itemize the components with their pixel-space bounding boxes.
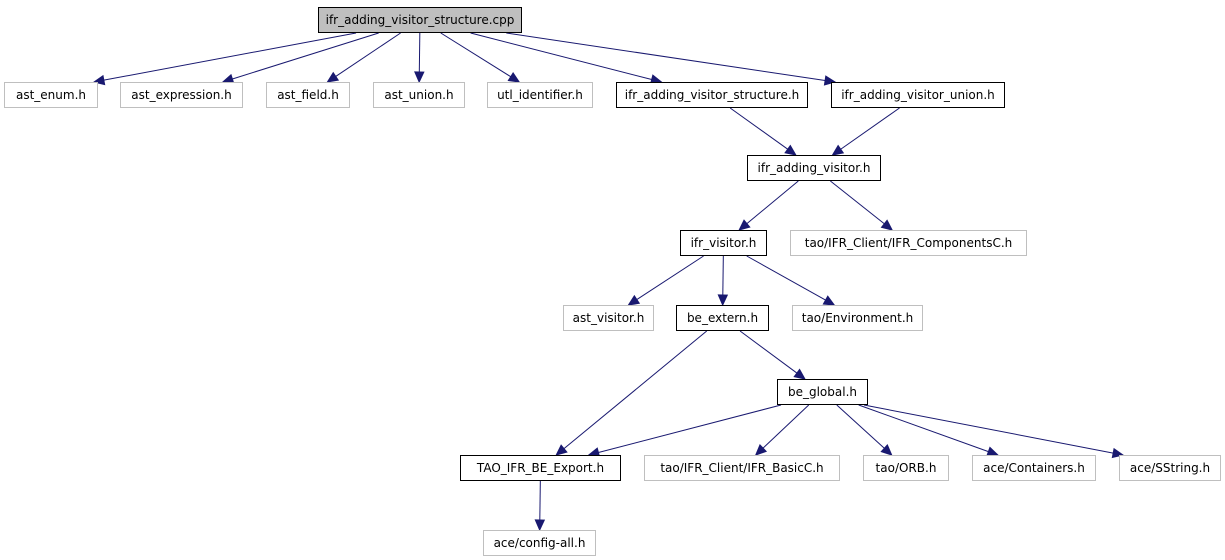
node-tao-ifr-be-export-h[interactable]: TAO_IFR_BE_Export.h [460,455,621,481]
edge-ifr_visitor-to-environment [746,255,826,301]
node-ast-union-h[interactable]: ast_union.h [373,82,465,108]
arrowhead-ast_union [414,71,425,84]
arrowhead-ast_field [326,71,340,83]
edge-union_h-to-adding_visitor [840,107,900,150]
arrowhead-be_extern [717,294,729,307]
node-tao-orb-h[interactable]: tao/ORB.h [863,455,949,481]
node-ifr-adding-visitor-structure-cpp[interactable]: ifr_adding_visitor_structure.cpp [318,7,522,33]
arrowhead-environment [822,295,836,306]
edge-root-to-union_h [506,32,826,82]
node-tao-environment-h[interactable]: tao/Environment.h [792,305,923,331]
edge-adding_visitor-to-ifr_visitor [746,180,799,225]
edge-root-to-ast_union [418,32,421,73]
edge-ifr_visitor-to-ast_visitor [636,255,704,300]
arrowhead-adding_visitor [784,144,797,156]
edge-root-to-ast_expression [232,32,379,80]
arrowhead-ifr_visitor [738,219,751,231]
node-ifr-basicc-h[interactable]: tao/IFR_Client/IFR_BasicC.h [644,455,840,481]
edge-be_extern-to-be_global [739,330,798,374]
edge-structure_h-to-adding_visitor [729,107,788,150]
arrowhead-utl_identifier [507,71,521,83]
edge-tao_export-to-config_all [539,480,541,521]
node-ifr-adding-visitor-structure-h[interactable]: ifr_adding_visitor_structure.h [616,82,808,108]
node-ifr-componentsc-h[interactable]: tao/IFR_Client/IFR_ComponentsC.h [790,230,1027,256]
arrowhead-adding_visitor [831,144,845,156]
edge-root-to-ast_enum [103,32,357,81]
node-ast-field-h[interactable]: ast_field.h [266,82,350,108]
node-ace-containers-h[interactable]: ace/Containers.h [972,455,1096,481]
edge-be_global-to-containers [858,404,989,453]
node-ast-enum-h[interactable]: ast_enum.h [4,82,98,108]
node-ifr-visitor-h[interactable]: ifr_visitor.h [680,230,767,256]
arrowhead-tao_export [555,444,568,456]
node-ace-sstring-h[interactable]: ace/SString.h [1119,455,1221,481]
edge-ifr_visitor-to-be_extern [722,255,724,296]
node-utl-identifier-h[interactable]: utl_identifier.h [487,82,593,108]
edge-be_global-to-orb [836,404,885,449]
edge-be_global-to-basicc [762,404,810,449]
edge-adding_visitor-to-components [830,180,885,225]
arrowhead-components [880,219,894,231]
arrowhead-be_global [793,368,806,380]
edge-root-to-utl_identifier [440,32,511,78]
edge-be_global-to-sstring [863,404,1114,454]
node-ace-config-all-h[interactable]: ace/config-all.h [483,530,596,556]
arrowhead-orb [880,444,893,456]
edge-root-to-structure_h [470,32,652,80]
node-ifr-adding-visitor-h[interactable]: ifr_adding_visitor.h [747,155,881,181]
node-be-extern-h[interactable]: be_extern.h [676,305,769,331]
arrowhead-config_all [534,519,546,532]
edge-be_global-to-tao_export [598,404,782,453]
node-ifr-adding-visitor-union-h[interactable]: ifr_adding_visitor_union.h [831,82,1005,108]
arrowhead-basicc [754,443,768,456]
node-ast-visitor-h[interactable]: ast_visitor.h [563,305,654,331]
node-ast-expression-h[interactable]: ast_expression.h [120,82,243,108]
edge-be_extern-to-tao_export [563,330,708,450]
edge-root-to-ast_field [335,32,401,77]
node-be-global-h[interactable]: be_global.h [777,379,868,405]
arrowhead-ast_visitor [627,294,641,306]
arrowhead-union_h [823,75,837,86]
